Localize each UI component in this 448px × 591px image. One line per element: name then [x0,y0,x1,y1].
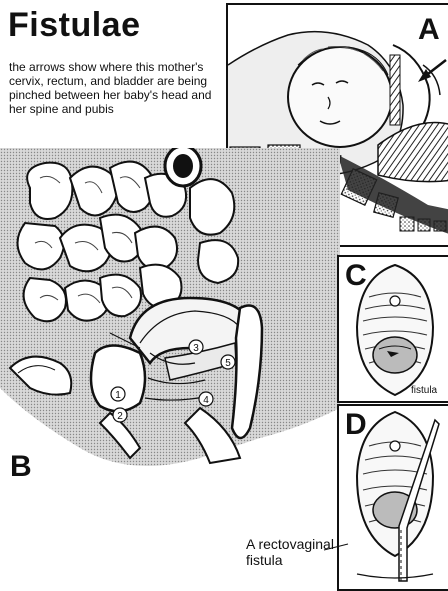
rectovaginal-label-line1: A rectovaginal [246,536,334,552]
marker-4: 4 [199,392,213,406]
marker-2-label: 2 [117,411,123,422]
rectovaginal-label: A rectovaginal fistula [246,536,334,568]
marker-4-label: 4 [203,395,209,406]
panel-b-letter: B [10,452,32,482]
marker-2: 2 [113,408,127,422]
marker-1-label: 1 [115,390,121,401]
page-title: Fistulae [8,6,140,45]
marker-3-label: 3 [193,343,199,354]
fistula-label: fistula [411,385,437,396]
panel-a-letter: A [418,15,440,45]
panel-b-illustration: 1 2 3 4 5 [0,148,340,478]
panel-c-letter: C [345,261,367,291]
marker-3: 3 [189,340,203,354]
baby-head [288,47,392,147]
panel-c: C fistula [337,255,448,403]
caption-text: the arrows show where this mother's cerv… [9,60,219,116]
rectovaginal-label-line2: fistula [246,552,334,568]
rectovaginal-pointer [322,536,352,566]
panel-d: D [337,404,448,591]
panel-d-letter: D [345,410,367,440]
marker-5-label: 5 [225,358,231,369]
marker-5: 5 [221,355,235,369]
marker-1: 1 [111,387,125,401]
